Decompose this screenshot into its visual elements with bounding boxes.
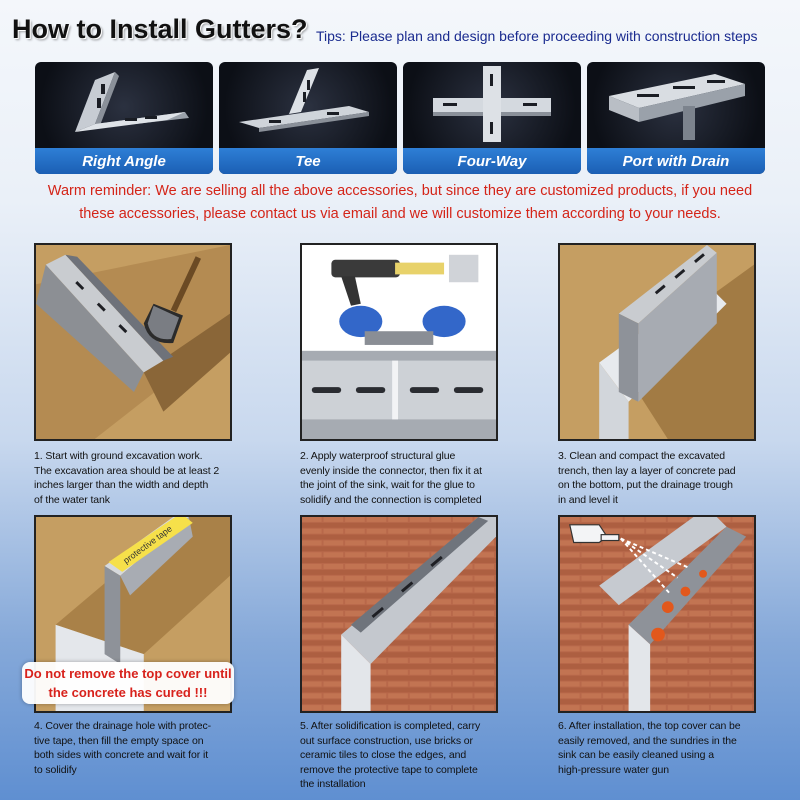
warning-callout: Do not remove the top cover until the co… bbox=[22, 662, 234, 704]
step-3-image bbox=[558, 243, 756, 441]
step-2-text: 2. Apply waterproof structural glue even… bbox=[300, 450, 482, 506]
accessory-label: Port with Drain bbox=[587, 148, 765, 174]
page-title: How to Install Gutters? bbox=[12, 14, 308, 44]
four-way-gutter-icon bbox=[433, 66, 551, 142]
step-6-text: 6. After installation, the top cover can… bbox=[558, 720, 741, 776]
accessory-port-with-drain: Port with Drain bbox=[587, 62, 765, 174]
reminder-line: these accessories, please contact us via… bbox=[79, 206, 721, 222]
right-angle-gutter-icon bbox=[75, 72, 189, 132]
reminder-line: Warm reminder: We are selling all the ab… bbox=[47, 183, 753, 199]
step-5-image bbox=[300, 515, 498, 713]
step-6-image bbox=[558, 515, 756, 713]
step-4-text: 4. Cover the drainage hole with protec- … bbox=[34, 720, 212, 776]
warm-reminder: Warm reminder: We are selling all the ab… bbox=[20, 180, 780, 226]
accessory-label: Right Angle bbox=[35, 148, 213, 174]
step-1-text: 1. Start with ground excavation work. Th… bbox=[34, 450, 220, 506]
step-3-text: 3. Clean and compact the excavated trenc… bbox=[558, 450, 736, 506]
pressure-washer-icon bbox=[569, 524, 620, 544]
step-5-text: 5. After solidification is completed, ca… bbox=[300, 720, 481, 790]
tips-text: Tips: Please plan and design before proc… bbox=[316, 28, 758, 44]
accessory-four-way: Four-Way bbox=[403, 62, 581, 174]
step-1-image bbox=[34, 243, 232, 441]
drain-port-gutter-icon bbox=[609, 74, 745, 140]
step-2-image bbox=[300, 243, 498, 441]
accessory-label: Four-Way bbox=[403, 148, 581, 174]
accessory-right-angle: Right Angle bbox=[35, 62, 213, 174]
accessory-label: Tee bbox=[219, 148, 397, 174]
accessories-row: Right Angle Tee Four-Way Port with Drain bbox=[35, 62, 765, 174]
accessory-tee: Tee bbox=[219, 62, 397, 174]
tee-gutter-icon bbox=[239, 68, 369, 132]
